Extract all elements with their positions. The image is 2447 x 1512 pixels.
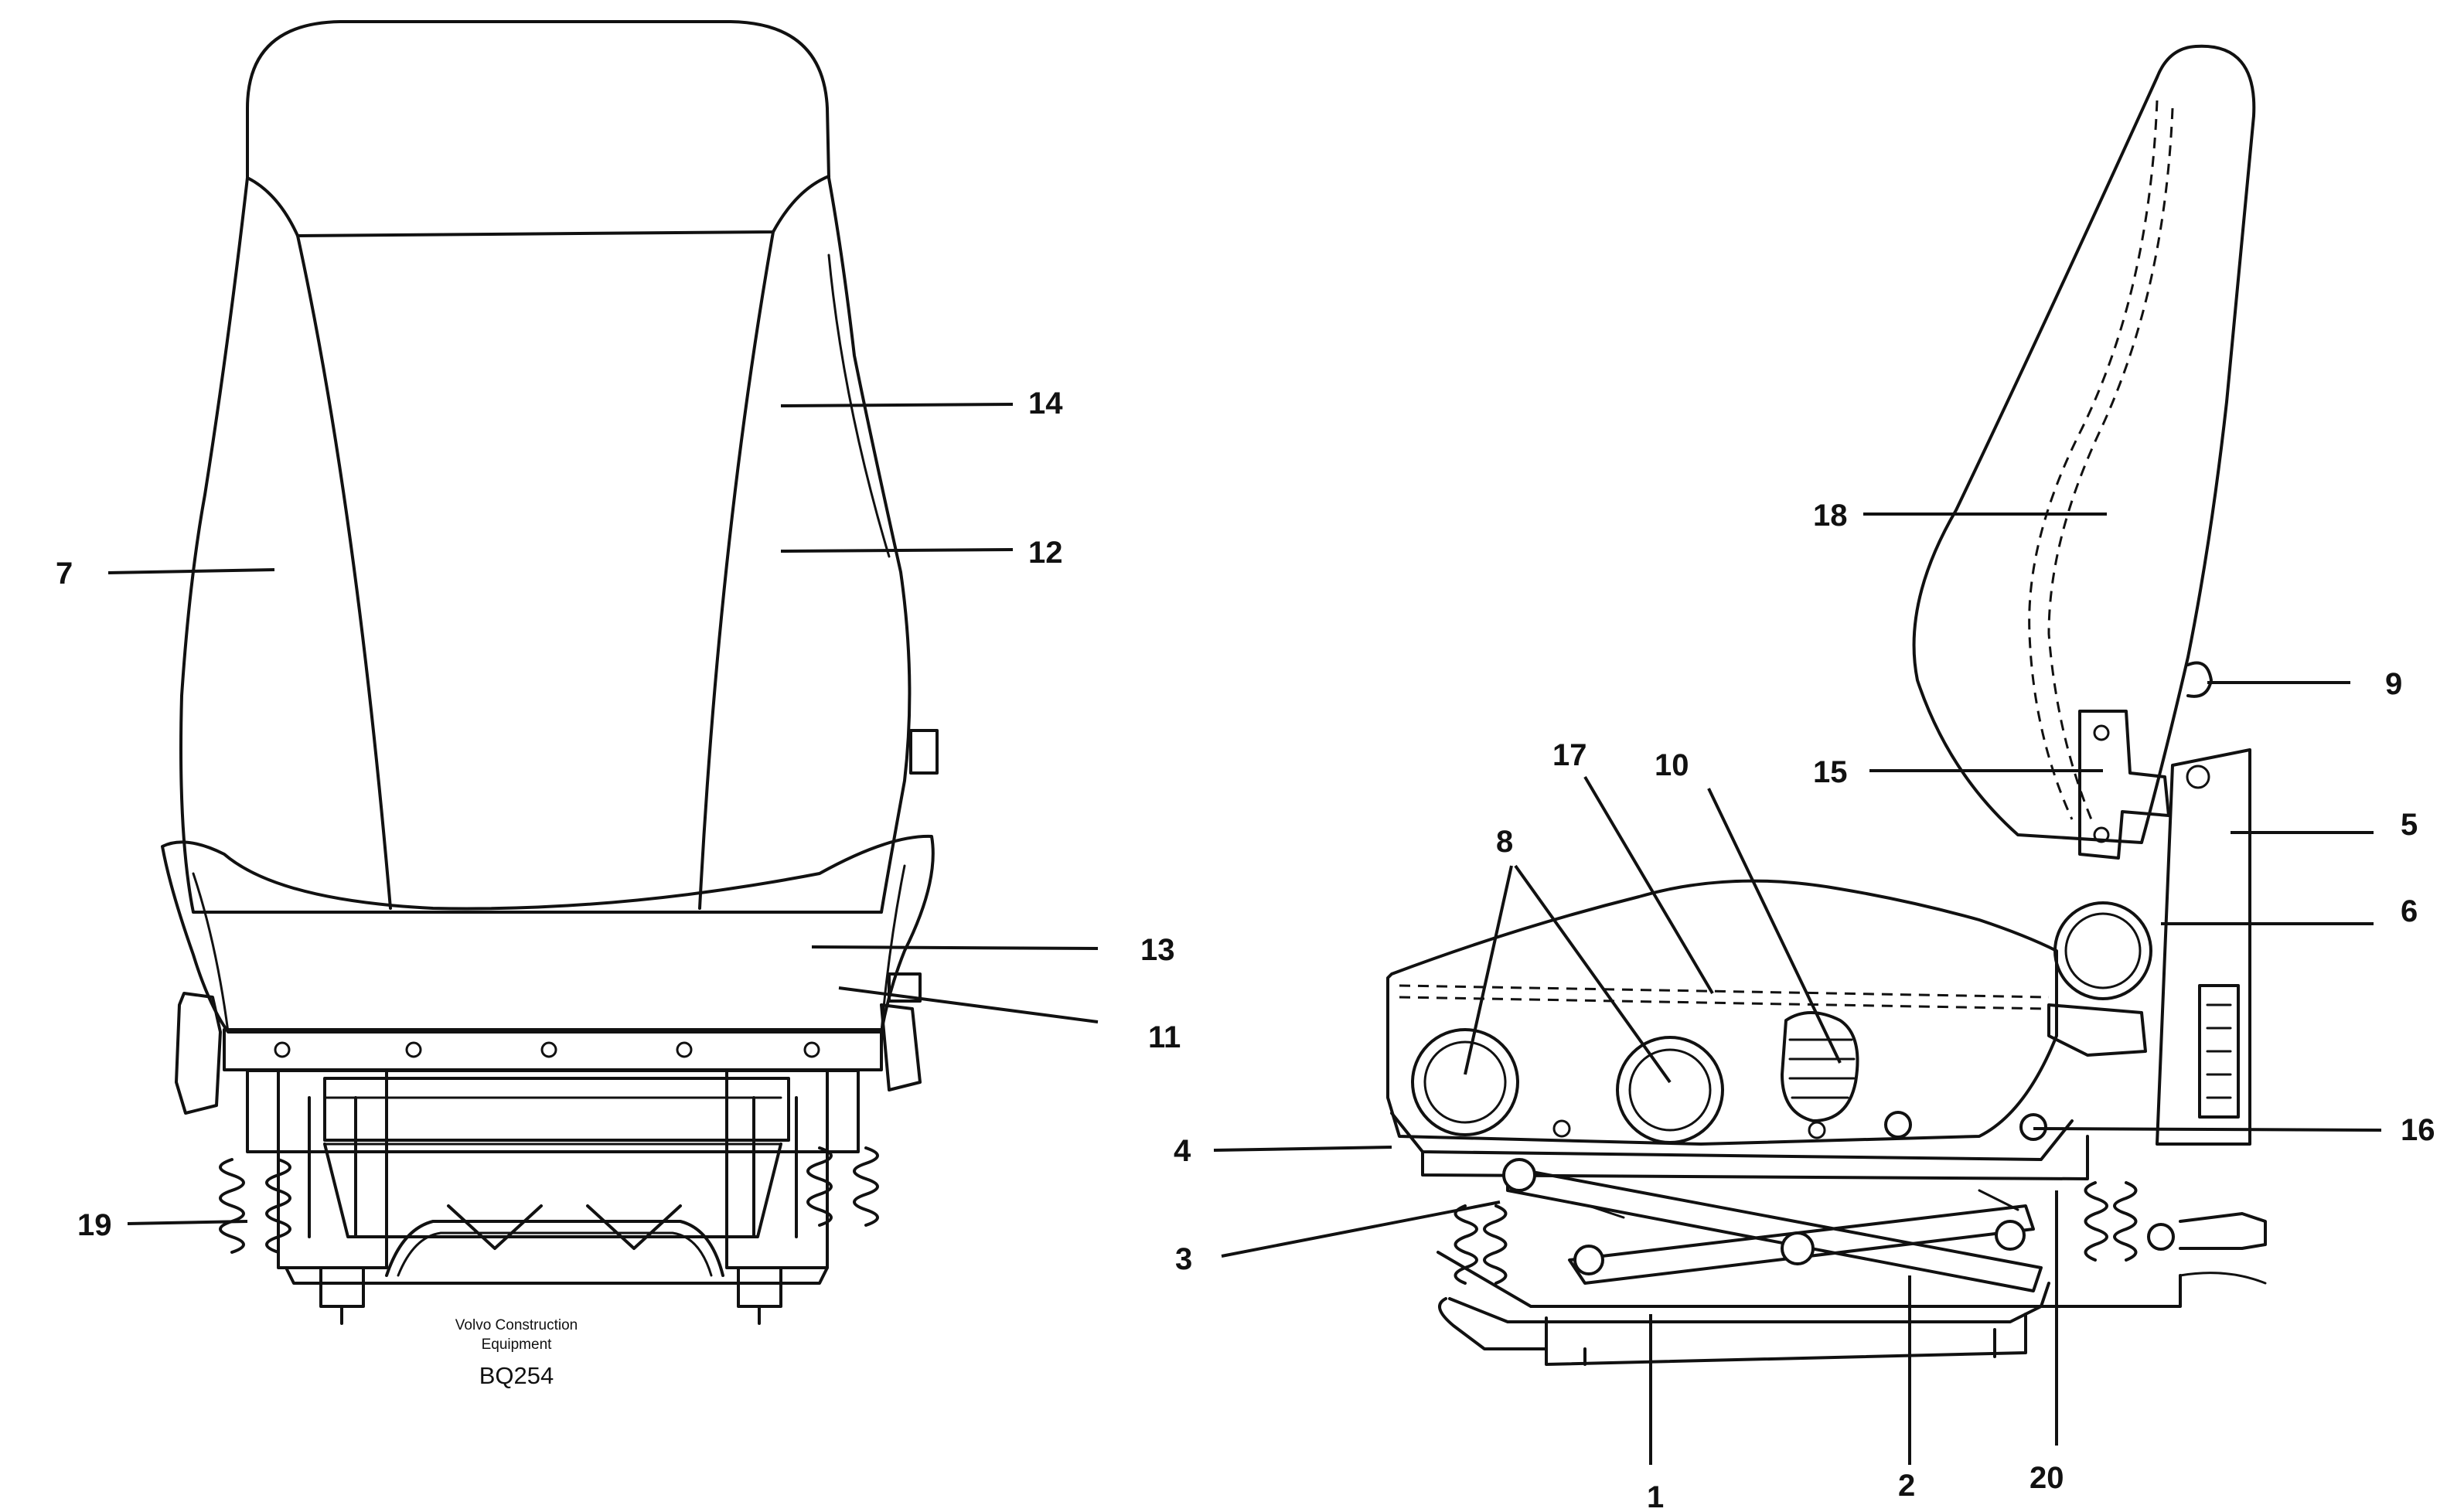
left-foot — [319, 1266, 365, 1308]
slide-handle — [1438, 1297, 1548, 1350]
suspension-inner — [323, 1077, 790, 1142]
seat-frame-plate — [223, 1028, 883, 1071]
right-knob-cap — [888, 972, 922, 1003]
pivot-bolt — [1502, 1158, 1536, 1192]
headrest-band — [246, 175, 830, 237]
adjuster-knob-left — [1411, 1028, 1519, 1136]
label-16: 16 — [2401, 1113, 2435, 1147]
label-10: 10 — [1655, 748, 1689, 782]
frame-bolt — [1884, 1111, 1912, 1139]
adjust-lever — [1781, 1011, 1859, 1122]
backrest-recline-knob — [2053, 901, 2152, 1000]
label-12: 12 — [1028, 536, 1063, 570]
side-spring-right — [2084, 1181, 2138, 1262]
adjuster-knob-right — [1616, 1036, 1724, 1144]
left-knob — [175, 992, 222, 1115]
label-9: 9 — [2385, 667, 2402, 701]
label-4: 4 — [1174, 1134, 1191, 1168]
label-20: 20 — [2030, 1461, 2064, 1495]
hinge-bracket — [2078, 710, 2170, 860]
caption-manufacturer-line2: Equipment — [482, 1337, 553, 1353]
right-knob — [880, 1003, 922, 1091]
front-view-seat — [161, 20, 939, 1325]
label-1: 1 — [1647, 1480, 1664, 1512]
info-label — [2198, 984, 2240, 1119]
lower-hinge-bracket — [2047, 1003, 2147, 1057]
side-backrest — [1912, 44, 2256, 844]
side-spring-left — [1454, 1204, 1508, 1285]
label-5: 5 — [2401, 808, 2418, 842]
label-3: 3 — [1175, 1242, 1192, 1276]
label-17: 17 — [1552, 738, 1587, 772]
cushion-dashed-line — [1399, 984, 2050, 1010]
backrest-center-panel — [296, 234, 392, 910]
side-seat-cushion — [1386, 879, 2058, 1146]
label-6: 6 — [2401, 894, 2418, 928]
label-14: 14 — [1028, 387, 1063, 421]
side-base-rail — [1448, 1274, 2182, 1323]
label-7: 7 — [56, 557, 73, 591]
backrest-outline — [179, 20, 912, 914]
caption-drawing-code: BQ254 — [479, 1362, 554, 1389]
label-15: 15 — [1813, 755, 1848, 789]
label-19: 19 — [77, 1208, 112, 1242]
drawing-caption: Volvo Construction Equipment BQ254 — [455, 1317, 578, 1389]
suspension-box — [246, 1069, 860, 1153]
electrical-connector — [2179, 1212, 2267, 1250]
side-tab — [909, 729, 939, 775]
lumbar-knob — [2186, 661, 2213, 698]
label-11: 11 — [1148, 1020, 1181, 1054]
frame-holes — [274, 1041, 820, 1058]
side-base — [1437, 1251, 2050, 1308]
right-spring — [806, 1146, 879, 1227]
label-18: 18 — [1813, 499, 1848, 533]
label-13: 13 — [1140, 933, 1175, 967]
scissor-arm-b — [1568, 1204, 2035, 1285]
side-plate — [2156, 748, 2251, 1146]
front-handle — [385, 1220, 724, 1277]
seat-slide-frame — [1390, 1112, 2074, 1161]
seat-cushion — [161, 834, 935, 1034]
side-view-seat — [1386, 44, 2267, 1366]
part-labels: 1 2 3 4 5 6 7 8 9 10 11 12 13 14 15 16 1… — [56, 387, 2435, 1512]
caption-manufacturer-line1: Volvo Construction — [455, 1317, 578, 1333]
right-foot — [737, 1266, 782, 1308]
label-8: 8 — [1496, 825, 1513, 859]
leader-lines — [107, 403, 2382, 1465]
backrest-center-panel-right — [698, 230, 775, 910]
left-spring — [219, 1158, 291, 1254]
base-tray — [285, 1266, 829, 1285]
label-2: 2 — [1898, 1469, 1915, 1503]
side-backrest-inner-dashed — [2028, 100, 2159, 820]
